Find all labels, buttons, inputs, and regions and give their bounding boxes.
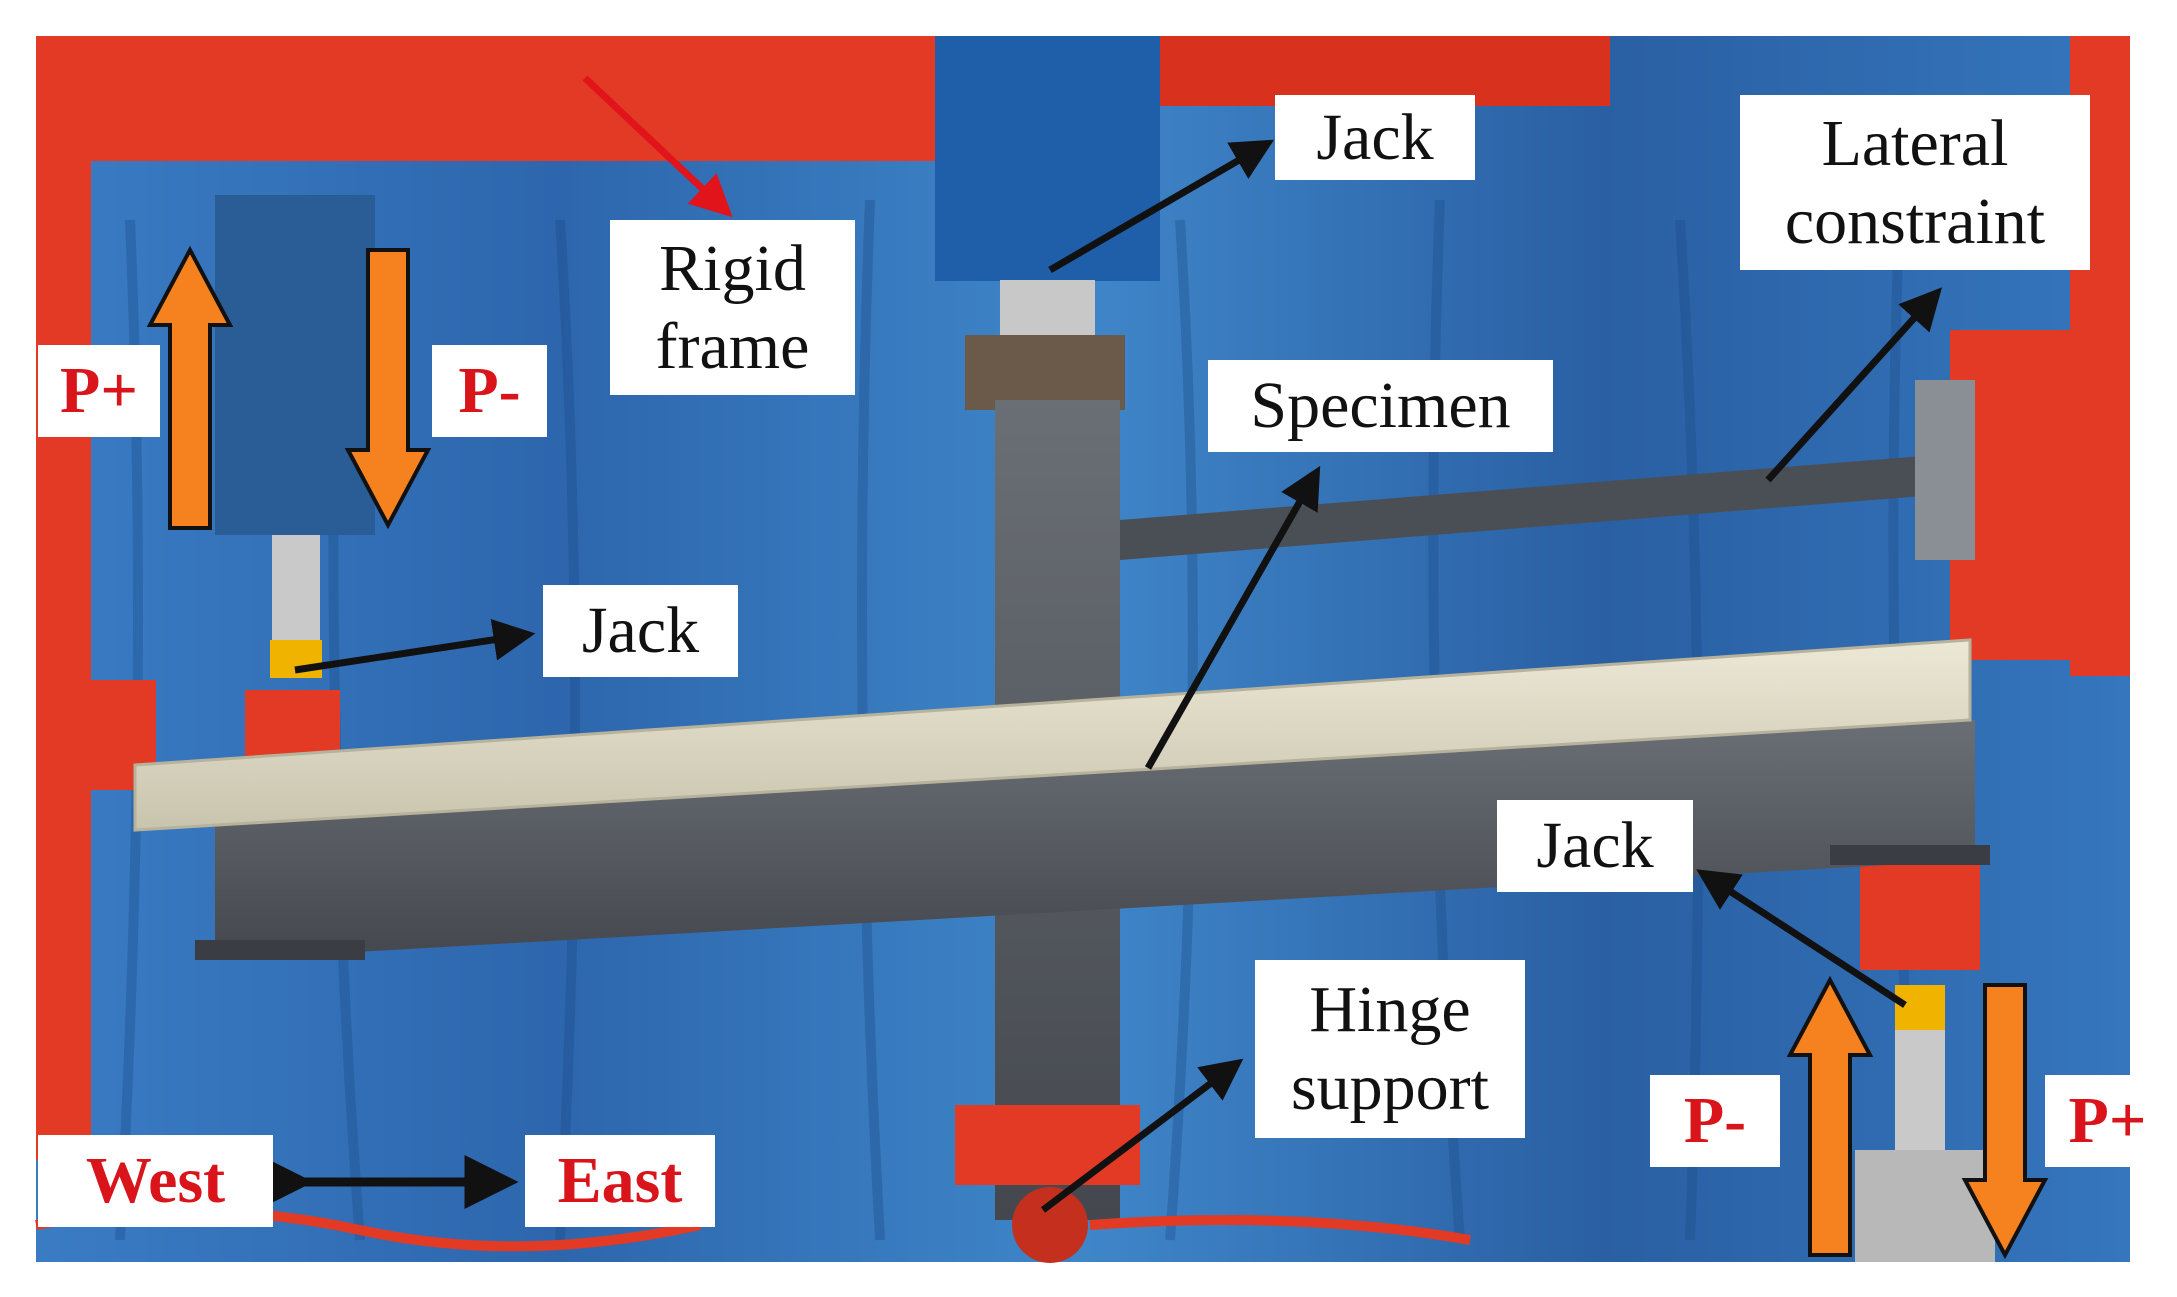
label-rigid-frame-line2: frame bbox=[655, 309, 810, 383]
direction-east: East bbox=[525, 1135, 715, 1227]
steel-beam bbox=[215, 720, 1975, 960]
left-jack-ram bbox=[272, 535, 320, 640]
right-jack-body bbox=[1855, 1150, 1995, 1262]
label-lateral-line1: Lateral bbox=[1821, 106, 2009, 180]
left-jack-body bbox=[215, 195, 375, 535]
load-right-plus: P+ bbox=[2045, 1075, 2170, 1167]
right-load-arrow-up bbox=[1786, 975, 1874, 1257]
right-jack-base bbox=[1860, 860, 1980, 970]
beam-end-plate-left bbox=[195, 940, 365, 960]
rigid-frame-red-arrow bbox=[582, 75, 733, 218]
lateral-clamp bbox=[1915, 380, 1975, 560]
label-rigid-frame: Rigid frame bbox=[610, 220, 855, 395]
right-jack-ram bbox=[1895, 1030, 1945, 1150]
load-left-plus: P+ bbox=[38, 345, 160, 437]
left-load-arrow-down bbox=[344, 248, 432, 530]
hinge-pin bbox=[1012, 1187, 1088, 1263]
label-hinge-line2: support bbox=[1291, 1051, 1489, 1124]
label-lateral-constraint: Lateral constraint bbox=[1740, 95, 2090, 270]
lateral-constraint-bar bbox=[1120, 455, 1935, 560]
label-jack-left: Jack bbox=[543, 585, 738, 677]
label-jack-right: Jack bbox=[1497, 800, 1693, 892]
rigid-frame-top-right bbox=[1150, 36, 1610, 106]
label-hinge-line1: Hinge bbox=[1309, 973, 1471, 1047]
concrete-slab bbox=[133, 638, 1972, 832]
jack-left-pointer-arrow bbox=[294, 618, 536, 674]
rigid-frame-top-beam bbox=[36, 36, 976, 161]
rigid-frame-left-column bbox=[36, 160, 91, 1160]
load-right-minus: P- bbox=[1650, 1075, 1780, 1167]
load-left-minus: P- bbox=[432, 345, 547, 437]
jack-right-pointer-arrow bbox=[1696, 869, 1907, 1008]
right-load-arrow-down bbox=[1961, 983, 2049, 1260]
left-load-arrow-up bbox=[146, 245, 234, 530]
label-hinge-support: Hinge support bbox=[1255, 960, 1525, 1138]
top-jack-ram bbox=[1000, 280, 1095, 340]
top-jack-plate bbox=[965, 335, 1125, 410]
hinge-support-block bbox=[955, 1105, 1140, 1185]
label-jack-top: Jack bbox=[1275, 95, 1475, 180]
top-jack-body bbox=[935, 36, 1160, 281]
label-specimen: Specimen bbox=[1208, 360, 1553, 452]
lateral-constraint-pointer-arrow bbox=[1765, 287, 1943, 483]
label-rigid-frame-line1: Rigid bbox=[659, 231, 806, 305]
label-lateral-line2: constraint bbox=[1784, 184, 2046, 258]
jack-top-pointer-arrow bbox=[1048, 139, 1275, 274]
direction-west: West bbox=[38, 1135, 273, 1227]
hinge-pointer-arrow bbox=[1040, 1058, 1244, 1213]
beam-end-plate-right bbox=[1830, 845, 1990, 865]
specimen-pointer-arrow bbox=[1144, 465, 1321, 770]
